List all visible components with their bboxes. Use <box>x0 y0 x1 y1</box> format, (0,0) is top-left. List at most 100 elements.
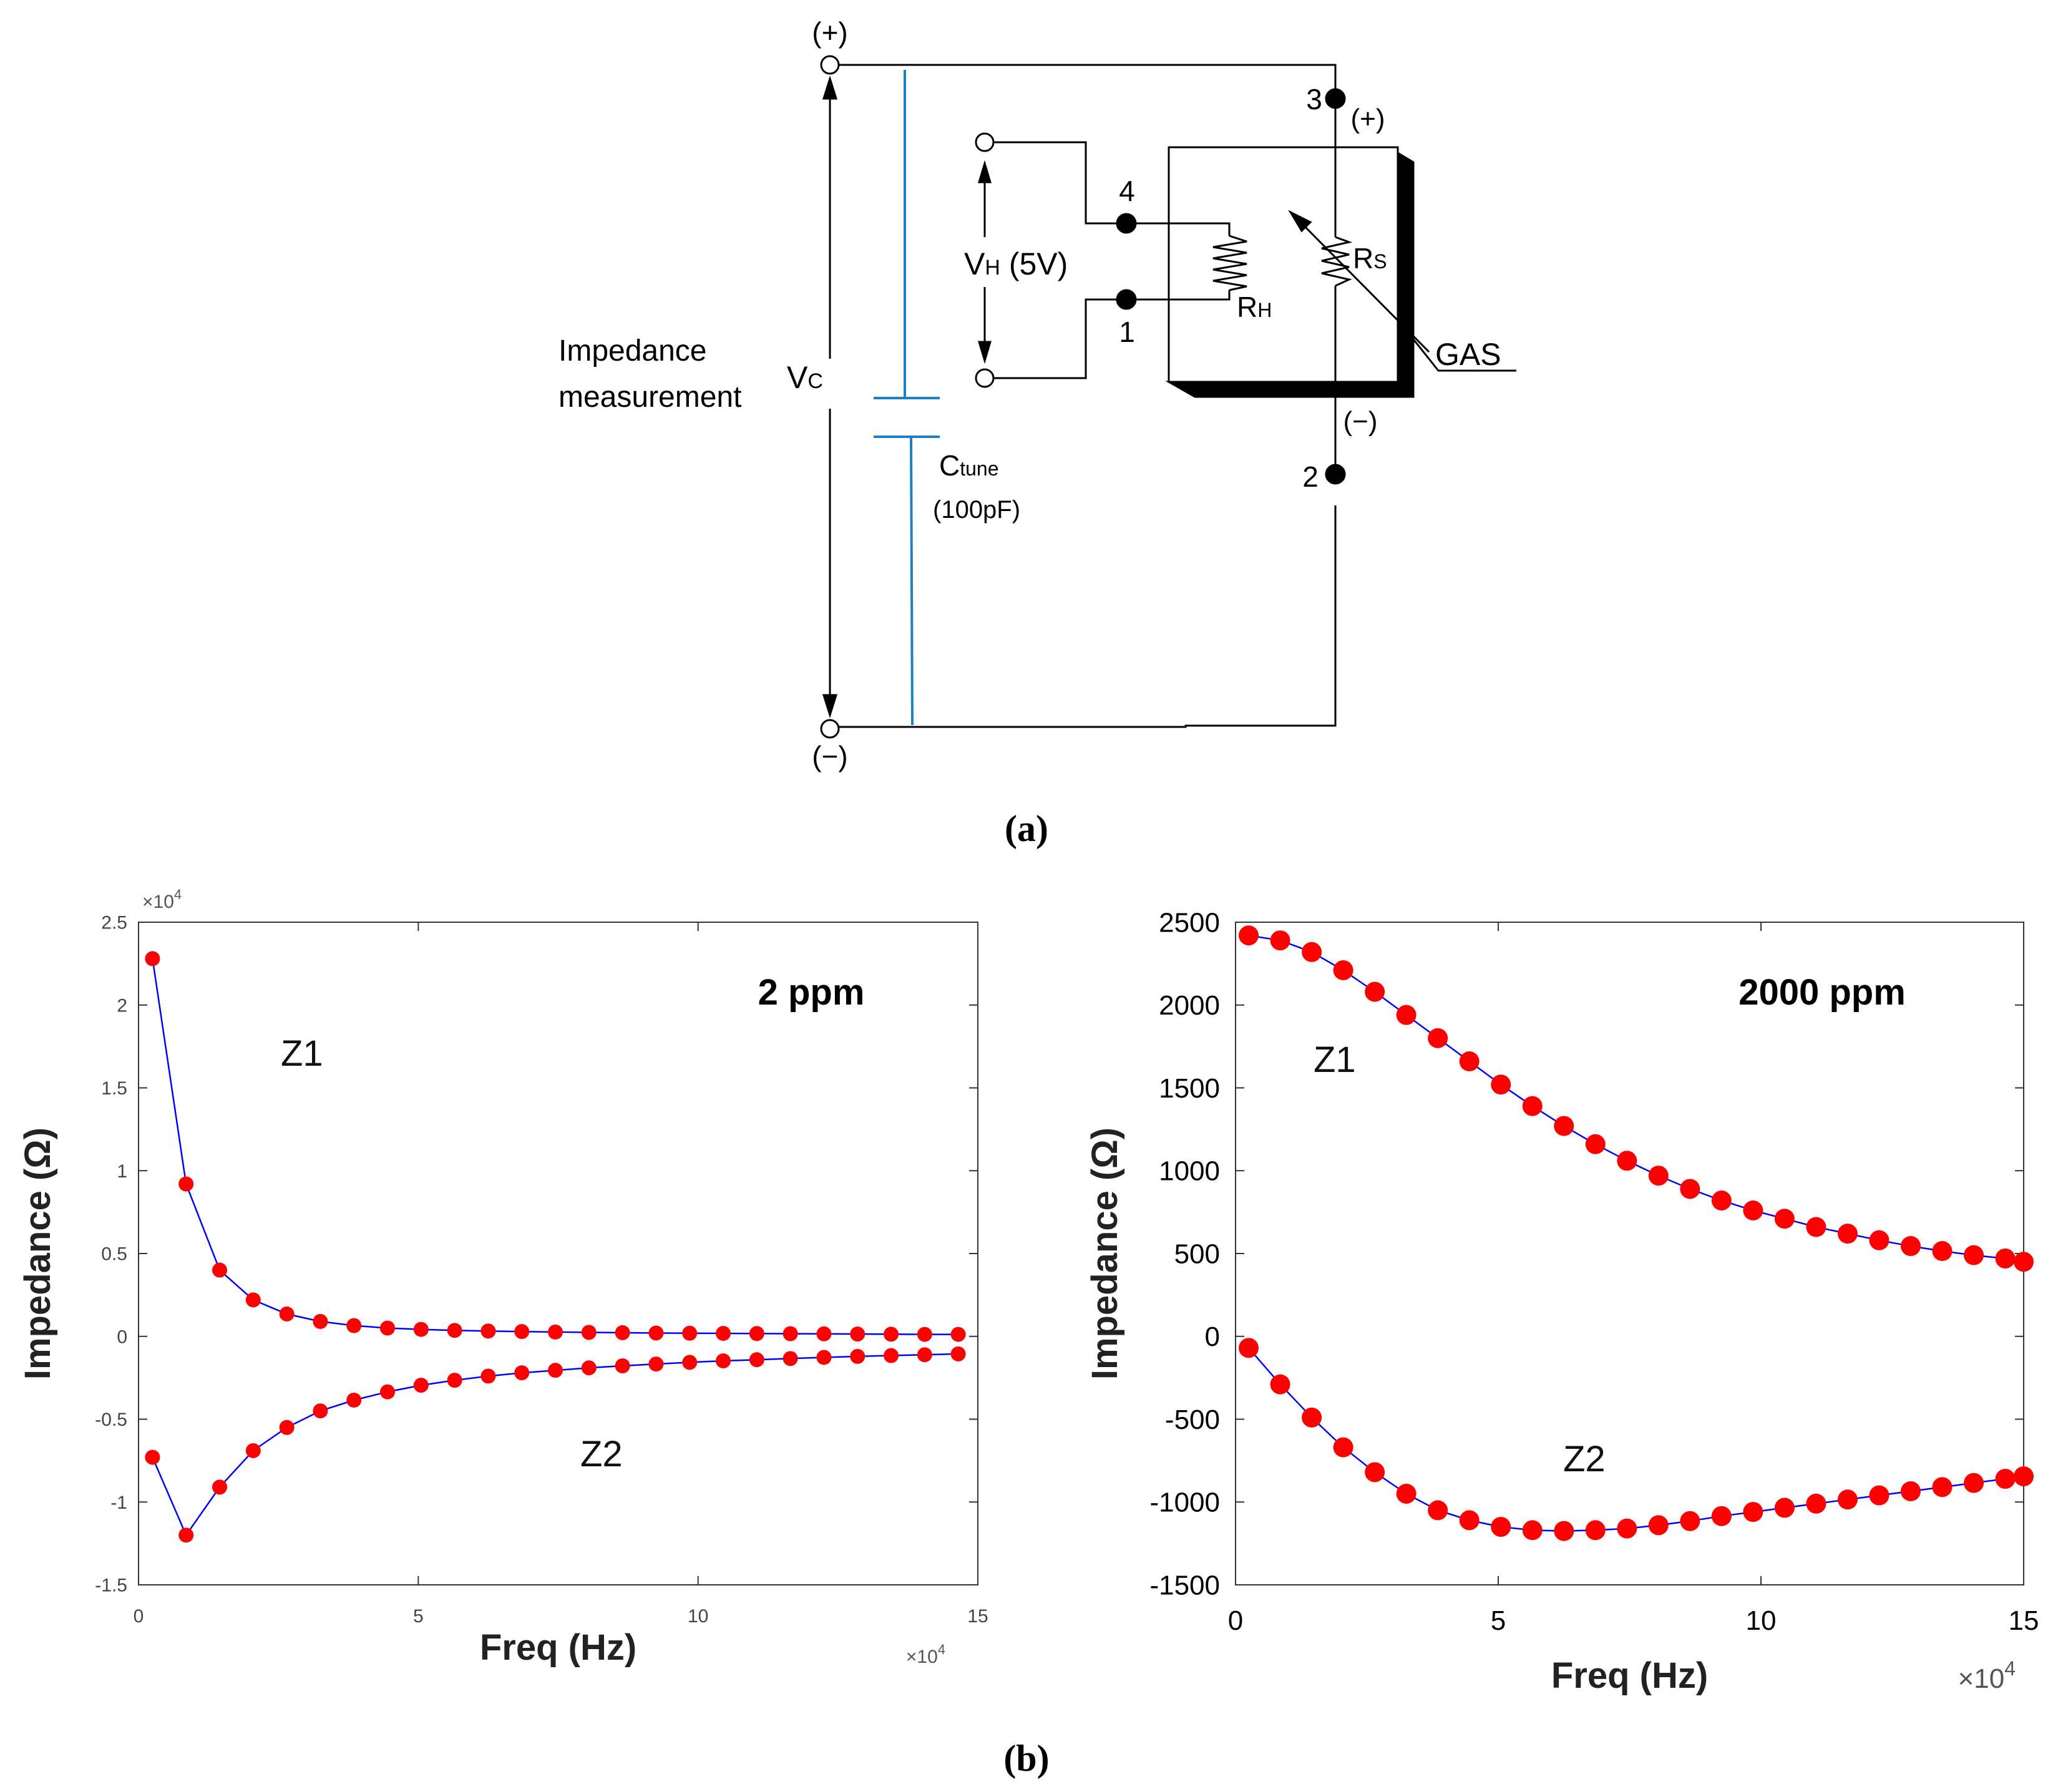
data-point-z2 <box>1428 1500 1448 1521</box>
vc-arrow-head-up <box>822 75 838 100</box>
data-point-z1 <box>1869 1230 1890 1250</box>
data-point-z2 <box>1837 1489 1858 1510</box>
data-point-z1 <box>313 1313 328 1329</box>
series-label-z1: Z1 <box>281 1033 323 1074</box>
x-tick-label: 15 <box>967 1606 988 1627</box>
data-point-z2 <box>1900 1481 1921 1501</box>
data-point-z2 <box>1932 1477 1953 1497</box>
plus-label: (+) <box>812 16 848 49</box>
data-point-z1 <box>716 1325 731 1341</box>
pin1-label: 1 <box>1119 316 1135 348</box>
data-point-z1 <box>1774 1209 1795 1229</box>
data-point-z1 <box>1648 1166 1669 1186</box>
terminal-minus <box>820 719 840 739</box>
top-wire <box>839 64 1337 99</box>
data-point-z2 <box>548 1363 563 1378</box>
pin1-dot <box>1116 289 1137 310</box>
data-point-z1 <box>648 1325 664 1341</box>
sensor-box-shadow <box>1165 151 1415 398</box>
pin3-polarity: (+) <box>1351 104 1385 134</box>
data-point-z1 <box>1932 1241 1953 1262</box>
x-tick-label: 5 <box>1491 1605 1506 1636</box>
data-point-z1 <box>245 1292 261 1308</box>
data-point-z2 <box>884 1348 899 1363</box>
data-point-z1 <box>884 1327 899 1342</box>
data-point-z1 <box>1522 1096 1543 1116</box>
gas-leader <box>1410 336 1516 372</box>
heater-wire-bottom <box>993 290 1231 379</box>
data-point-z1 <box>581 1325 597 1340</box>
rs-resistor <box>1321 236 1353 287</box>
data-point-z1 <box>413 1322 429 1337</box>
series-line-z2 <box>152 1353 958 1537</box>
data-point-z1 <box>615 1325 630 1340</box>
data-point-z1 <box>850 1327 866 1342</box>
data-point-z2 <box>346 1392 362 1408</box>
data-point-z2 <box>480 1368 496 1384</box>
data-point-z1 <box>514 1324 530 1340</box>
data-point-z1 <box>548 1324 563 1340</box>
data-point-z2 <box>1995 1469 2016 1489</box>
y-tick-label: 1500 <box>1159 1073 1220 1104</box>
data-point-z1 <box>1995 1248 2016 1269</box>
heater-wire-top <box>993 141 1231 236</box>
pin4-dot <box>1116 213 1137 234</box>
data-point-z2 <box>816 1350 832 1365</box>
data-point-z1 <box>1270 930 1290 951</box>
data-point-z1 <box>380 1320 396 1336</box>
data-point-z1 <box>1302 942 1322 962</box>
x-tick-label: 0 <box>1228 1605 1243 1636</box>
data-point-z1 <box>480 1323 496 1339</box>
y-tick-label: 2000 <box>1159 990 1220 1021</box>
bottom-wire <box>839 505 1337 728</box>
pin2-polarity: (−) <box>1343 406 1378 437</box>
data-point-z2 <box>716 1353 731 1369</box>
data-point-z2 <box>1396 1483 1417 1504</box>
x-tick-label: 15 <box>2009 1605 2039 1636</box>
data-point-z2 <box>682 1355 698 1370</box>
data-point-z1 <box>1900 1236 1921 1257</box>
chart-annotation: 2 ppm <box>758 972 865 1013</box>
rh-resistor <box>1212 235 1247 291</box>
y-tick-label: 1000 <box>1159 1156 1220 1187</box>
data-point-z2 <box>1333 1437 1353 1458</box>
data-point-z2 <box>850 1348 866 1364</box>
data-point-z1 <box>346 1318 362 1333</box>
data-point-z1 <box>1554 1116 1574 1136</box>
ctune-label: Ctune <box>939 449 999 482</box>
data-point-z1 <box>145 951 160 967</box>
caption-b: (b) <box>1003 1738 1049 1779</box>
data-point-z1 <box>1585 1134 1606 1154</box>
data-point-z1 <box>1333 960 1353 980</box>
impedance-measurement-line1: Impedance <box>558 334 707 368</box>
data-point-z2 <box>447 1373 462 1388</box>
data-point-z1 <box>447 1323 462 1338</box>
y-axis-label: Impedance (Ω) <box>1085 1127 1125 1380</box>
data-point-z2 <box>1270 1374 1290 1395</box>
data-point-z1 <box>2014 1252 2034 1272</box>
vh-arrow-head-down <box>977 341 992 364</box>
data-point-z1 <box>783 1326 798 1342</box>
data-point-z1 <box>1428 1028 1448 1048</box>
pin3-dot <box>1325 88 1346 109</box>
x-axis-label: Freq (Hz) <box>480 1627 636 1668</box>
data-point-z2 <box>1617 1518 1637 1539</box>
series-line-z1 <box>152 958 958 1335</box>
data-point-z1 <box>917 1327 932 1342</box>
y-tick-label: -1 <box>110 1493 127 1513</box>
data-point-z1 <box>1365 981 1385 1002</box>
y-tick-label: 0 <box>117 1327 127 1347</box>
data-point-z2 <box>380 1384 396 1400</box>
y-tick-label: 1 <box>117 1161 127 1182</box>
pin3-label: 3 <box>1306 83 1322 115</box>
ctune-value: (100pF) <box>933 496 1020 523</box>
vh-arrow-head-up <box>977 160 992 183</box>
vh-terminal-top <box>975 132 995 152</box>
data-point-z1 <box>1396 1005 1417 1025</box>
data-point-z1 <box>1680 1179 1700 1199</box>
data-point-z1 <box>1837 1224 1858 1244</box>
data-point-z2 <box>1522 1520 1543 1541</box>
